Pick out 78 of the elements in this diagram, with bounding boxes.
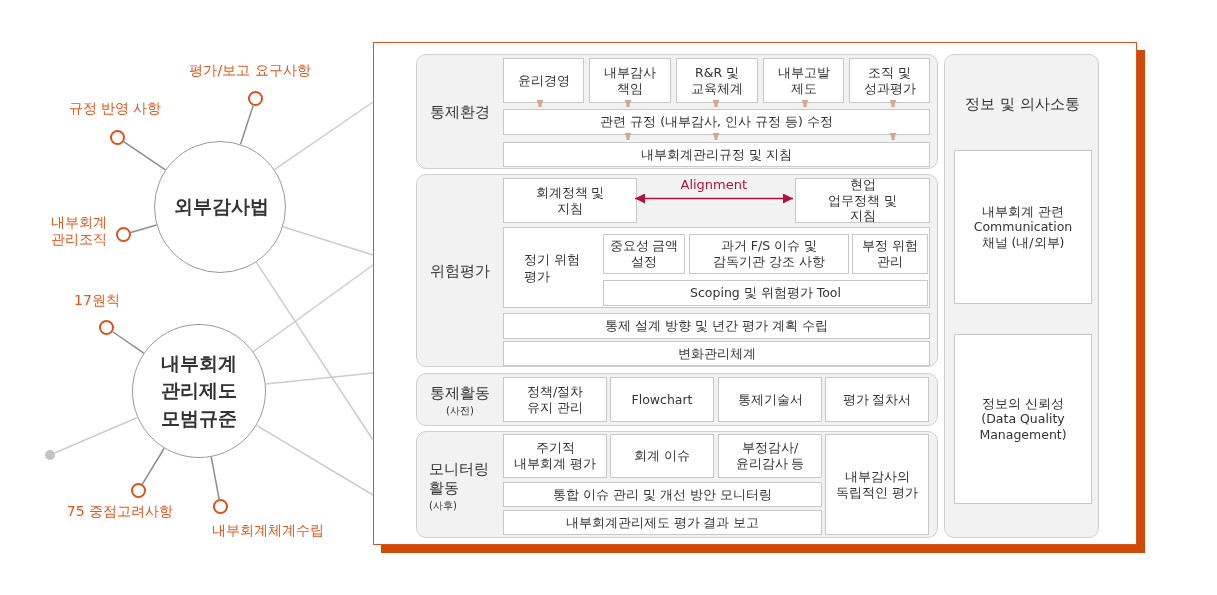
framework-card: 조직 및 성과평가 (849, 58, 930, 103)
arrow (889, 133, 897, 140)
framework-card: 내부회계 관련 Communication 채널 (내/외부) (954, 150, 1092, 304)
framework-card: R&R 및 교육체계 (676, 58, 758, 103)
framework-card: 정보의 신뢰성 (Data Quality Management) (954, 334, 1092, 504)
connector-line (255, 424, 374, 496)
marker-label: 규정 반영 사항 (67, 100, 163, 117)
framework-card: Scoping 및 위험평가 Tool (603, 280, 928, 306)
framework-card: 변화관리체계 (503, 341, 930, 366)
section-panel (416, 174, 938, 367)
arrow (889, 100, 897, 107)
framework-card: 통제기술서 (718, 377, 822, 422)
framework-card: 내부감사 책임 (589, 58, 671, 103)
framework-card: 내부고발 제도 (763, 58, 844, 103)
framework-card: 회계정책 및 지침 (503, 178, 637, 223)
section-panel (416, 373, 938, 426)
framework-card: 회계 이슈 (610, 434, 714, 478)
framework-card: 내부회계관리규정 및 지침 (503, 142, 930, 167)
arrow (624, 100, 632, 107)
framework-card: 관련 규정 (내부감사, 인사 규정 등) 수정 (503, 109, 930, 135)
section-heading: 위험평가 (430, 261, 490, 282)
connector-line (264, 372, 374, 385)
arrow (801, 100, 809, 107)
section-panel (944, 54, 1099, 538)
marker-label: 내부회계체계수립 (211, 522, 325, 539)
framework-card: 부정 위험 관리 (852, 234, 928, 274)
framework-card: 내부감사의 독립적인 평가 (825, 434, 929, 535)
ring-marker (116, 227, 131, 242)
arrow (536, 100, 544, 107)
marker-label: 평가/보고 요구사항 (188, 62, 312, 79)
connector-line (273, 101, 374, 171)
section-heading: 모니터링 활동 (429, 459, 490, 499)
framework-card: 내부회계관리제도 평가 결과 보고 (503, 510, 822, 535)
connector-line (122, 140, 167, 171)
arrow (634, 193, 794, 204)
connector-line (129, 224, 158, 234)
section-heading: 통제환경 (430, 102, 490, 123)
ring-marker (213, 499, 228, 514)
connector-line (255, 261, 374, 441)
section-heading: 정기 위험 평가 (524, 251, 582, 286)
connector-line (141, 447, 165, 485)
ring-marker (110, 130, 125, 145)
ring-marker (248, 91, 263, 106)
marker-label: 내부회계 관리조직 (50, 214, 107, 248)
arrow (712, 133, 720, 140)
framework-card: 윤리경영 (503, 58, 584, 103)
framework-card: 통합 이슈 관리 및 개선 방안 모니터링 (503, 482, 822, 507)
topic-circle: 외부감사법 (154, 141, 286, 273)
framework-card: 현업 업무정책 및 지침 (795, 178, 930, 223)
section-heading: 정보 및 의사소통 (965, 95, 1080, 115)
framework-card: Flowchart (610, 377, 714, 422)
section-subheading: (사후) (429, 498, 457, 512)
section-panel (416, 431, 938, 538)
connector-line (239, 104, 254, 145)
section-subheading: (사전) (446, 403, 474, 417)
connector-line (111, 331, 145, 354)
marker-label: 75 중점고려사항 (65, 503, 175, 520)
connector-line (53, 416, 139, 454)
connector-line (252, 264, 374, 353)
framework-card: 과거 F/S 이슈 및 감독기관 강조 사항 (689, 234, 849, 274)
framework-card: 중요성 금액 설정 (603, 234, 685, 274)
group-card (503, 227, 930, 308)
marker-label: 17원칙 (73, 292, 121, 309)
framework-card: 정책/절차 유지 관리 (503, 377, 607, 422)
dot-marker (45, 450, 55, 460)
ring-marker (99, 320, 114, 335)
ring-marker (131, 483, 146, 498)
section-heading: 통제활동 (430, 384, 490, 404)
framework-card: 주기적 내부회계 평가 (503, 434, 607, 478)
framework-card: 평가 절차서 (825, 377, 929, 422)
arrow (712, 100, 720, 107)
framework-card: 부정감사/ 윤리감사 등 (718, 434, 822, 478)
framework-card: 통제 설계 방향 및 년간 평가 계획 수립 (503, 313, 930, 339)
topic-circle: 내부회계 관리제도 모범규준 (132, 324, 266, 458)
arrow (624, 133, 632, 140)
connector-line (210, 456, 220, 500)
section-panel (416, 54, 938, 169)
connector-line (282, 226, 374, 256)
